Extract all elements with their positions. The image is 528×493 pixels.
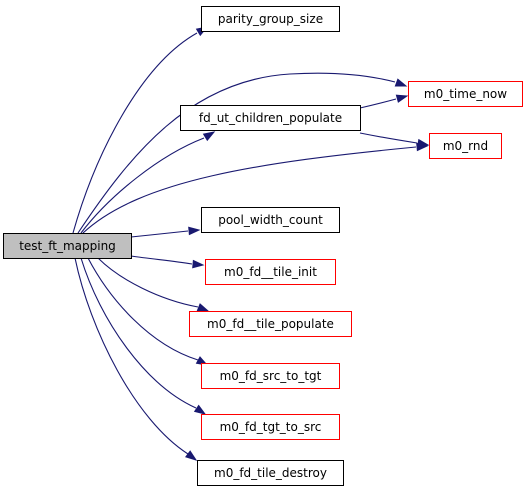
edge-fd_ut_children_populate-to-m0_rnd [359,132,430,148]
node-m0_fd_src_to_tgt[interactable]: m0_fd_src_to_tgt [201,363,340,389]
node-label: test_ft_mapping [19,239,116,253]
edge-test_ft_mapping-to-m0_fd__tile_populate [97,257,210,312]
edge-line [80,137,205,234]
edge-line [130,255,193,265]
edge-line [87,257,199,361]
edge-test_ft_mapping-to-m0_fd_tgt_to_src [80,257,207,415]
edge-arrowhead [202,131,216,142]
edge-line [80,257,197,409]
edge-arrowhead [394,78,408,87]
node-m0_fd__tile_init[interactable]: m0_fd__tile_init [205,259,336,285]
node-test_ft_mapping: test_ft_mapping [3,233,132,259]
node-label: m0_fd__tile_init [224,265,317,279]
node-box [205,259,336,285]
node-parity_group_size[interactable]: parity_group_size [201,6,340,32]
node-m0_fd_tgt_to_src[interactable]: m0_fd_tgt_to_src [201,414,340,440]
node-box [3,233,132,259]
edge-arrowhead [395,94,409,103]
node-label: pool_width_count [218,213,323,227]
edge-line [77,72,396,234]
node-box [201,207,340,233]
node-label: m0_fd__tile_populate [207,317,334,331]
node-box [201,414,340,440]
edge-line [74,257,189,455]
node-label: m0_fd_tgt_to_src [220,420,322,434]
node-box [429,133,502,159]
edge-arrowhead [185,450,198,461]
node-box [180,105,361,131]
node-m0_fd_tile_destroy[interactable]: m0_fd_tile_destroy [197,460,344,486]
nodes-layer: test_ft_mapping parity_group_size m0_time_… [3,6,523,486]
edges-layer [72,26,430,461]
node-box [201,363,340,389]
node-m0_rnd[interactable]: m0_rnd [429,133,502,159]
edge-line [82,146,417,234]
edge-arrowhead [416,138,430,148]
node-box [189,311,352,337]
edge-arrowhead [193,404,207,415]
node-label: fd_ut_children_populate [199,111,342,125]
edge-line [72,32,198,234]
node-label: m0_fd_src_to_tgt [220,369,322,383]
edge-test_ft_mapping-to-m0_fd__tile_init [130,255,205,269]
node-m0_time_now[interactable]: m0_time_now [408,81,523,107]
edge-arrowhead [192,259,205,269]
node-label: m0_time_now [424,87,507,101]
node-pool_width_count[interactable]: pool_width_count [201,207,340,233]
edge-test_ft_mapping-to-pool_width_count [130,226,201,238]
edge-fd_ut_children_populate-to-m0_time_now [359,94,409,109]
node-label: m0_rnd [443,139,488,153]
node-label: parity_group_size [218,12,323,26]
node-box [408,81,523,107]
node-label: m0_fd_tile_destroy [214,466,327,480]
edge-line [97,257,199,308]
edge-line [359,132,418,144]
edge-arrowhead [188,226,201,236]
node-m0_fd__tile_populate[interactable]: m0_fd__tile_populate [189,311,352,337]
node-fd_ut_children_populate[interactable]: fd_ut_children_populate [180,105,361,131]
edge-test_ft_mapping-to-m0_time_now [77,72,408,234]
edge-line [359,98,397,109]
edge-arrowhead [196,303,210,312]
edge-test_ft_mapping-to-fd_ut_children_populate [80,131,216,234]
node-box [201,6,340,32]
edge-line [130,230,189,238]
edge-test_ft_mapping-to-m0_fd_tile_destroy [74,257,198,461]
node-box [197,460,344,486]
